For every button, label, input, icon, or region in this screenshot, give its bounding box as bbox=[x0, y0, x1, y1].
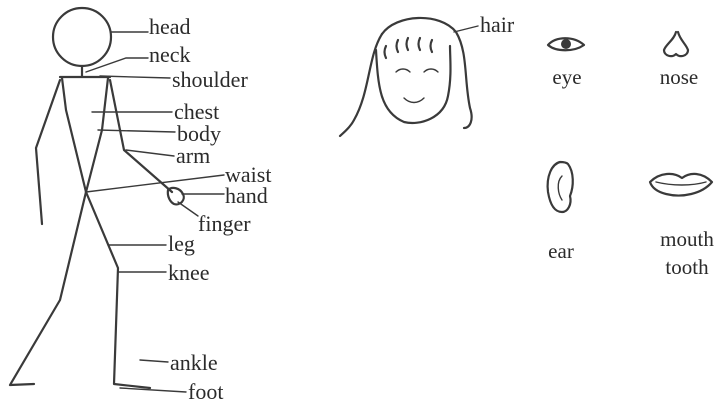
label-body: body bbox=[177, 123, 221, 145]
figure-right-leg bbox=[86, 192, 150, 388]
finger-leader bbox=[178, 202, 198, 216]
label-nose: nose bbox=[654, 66, 704, 88]
label-foot: foot bbox=[188, 381, 223, 403]
ear-drawing bbox=[548, 162, 573, 212]
label-mouth: mouth bbox=[652, 228, 722, 250]
label-hand: hand bbox=[225, 185, 268, 207]
body-leader bbox=[98, 130, 175, 132]
label-knee: knee bbox=[168, 262, 210, 284]
ear-outline bbox=[548, 162, 573, 212]
nose-outline bbox=[664, 32, 688, 56]
face-smile bbox=[404, 98, 424, 103]
fringe-strokes bbox=[385, 38, 433, 58]
face-eyes bbox=[396, 69, 438, 72]
label-neck: neck bbox=[149, 44, 191, 66]
hair-leader bbox=[454, 26, 478, 32]
mouth-drawing bbox=[650, 174, 712, 196]
foot-leader bbox=[120, 388, 186, 392]
face-drawing bbox=[340, 18, 478, 136]
hair-outline-right bbox=[382, 18, 472, 128]
eye-drawing bbox=[548, 38, 584, 50]
ankle-leader bbox=[140, 360, 168, 362]
label-head: head bbox=[149, 16, 191, 38]
figure-head bbox=[53, 8, 111, 66]
eye-pupil bbox=[561, 39, 571, 49]
figure-left-leg bbox=[10, 192, 86, 385]
neck-leader bbox=[86, 58, 148, 72]
label-ankle: ankle bbox=[170, 352, 218, 374]
label-chest: chest bbox=[174, 101, 219, 123]
ear-inner bbox=[558, 176, 562, 200]
label-ear: ear bbox=[540, 240, 582, 262]
label-eye: eye bbox=[550, 66, 584, 88]
figure-torso-right bbox=[86, 78, 108, 192]
figure-left-arm bbox=[36, 80, 60, 224]
face-outline bbox=[376, 46, 451, 123]
label-leg: leg bbox=[168, 233, 195, 255]
label-arm: arm bbox=[176, 145, 210, 167]
label-finger: finger bbox=[198, 213, 251, 235]
label-shoulder: shoulder bbox=[172, 69, 248, 91]
label-tooth: tooth bbox=[652, 256, 722, 278]
figure-right-arm bbox=[110, 80, 172, 192]
nose-drawing bbox=[664, 32, 688, 56]
label-hair: hair bbox=[480, 14, 514, 36]
figure-torso-left bbox=[62, 78, 86, 192]
arm-leader bbox=[126, 150, 174, 156]
mouth-teeth-line bbox=[656, 182, 706, 185]
